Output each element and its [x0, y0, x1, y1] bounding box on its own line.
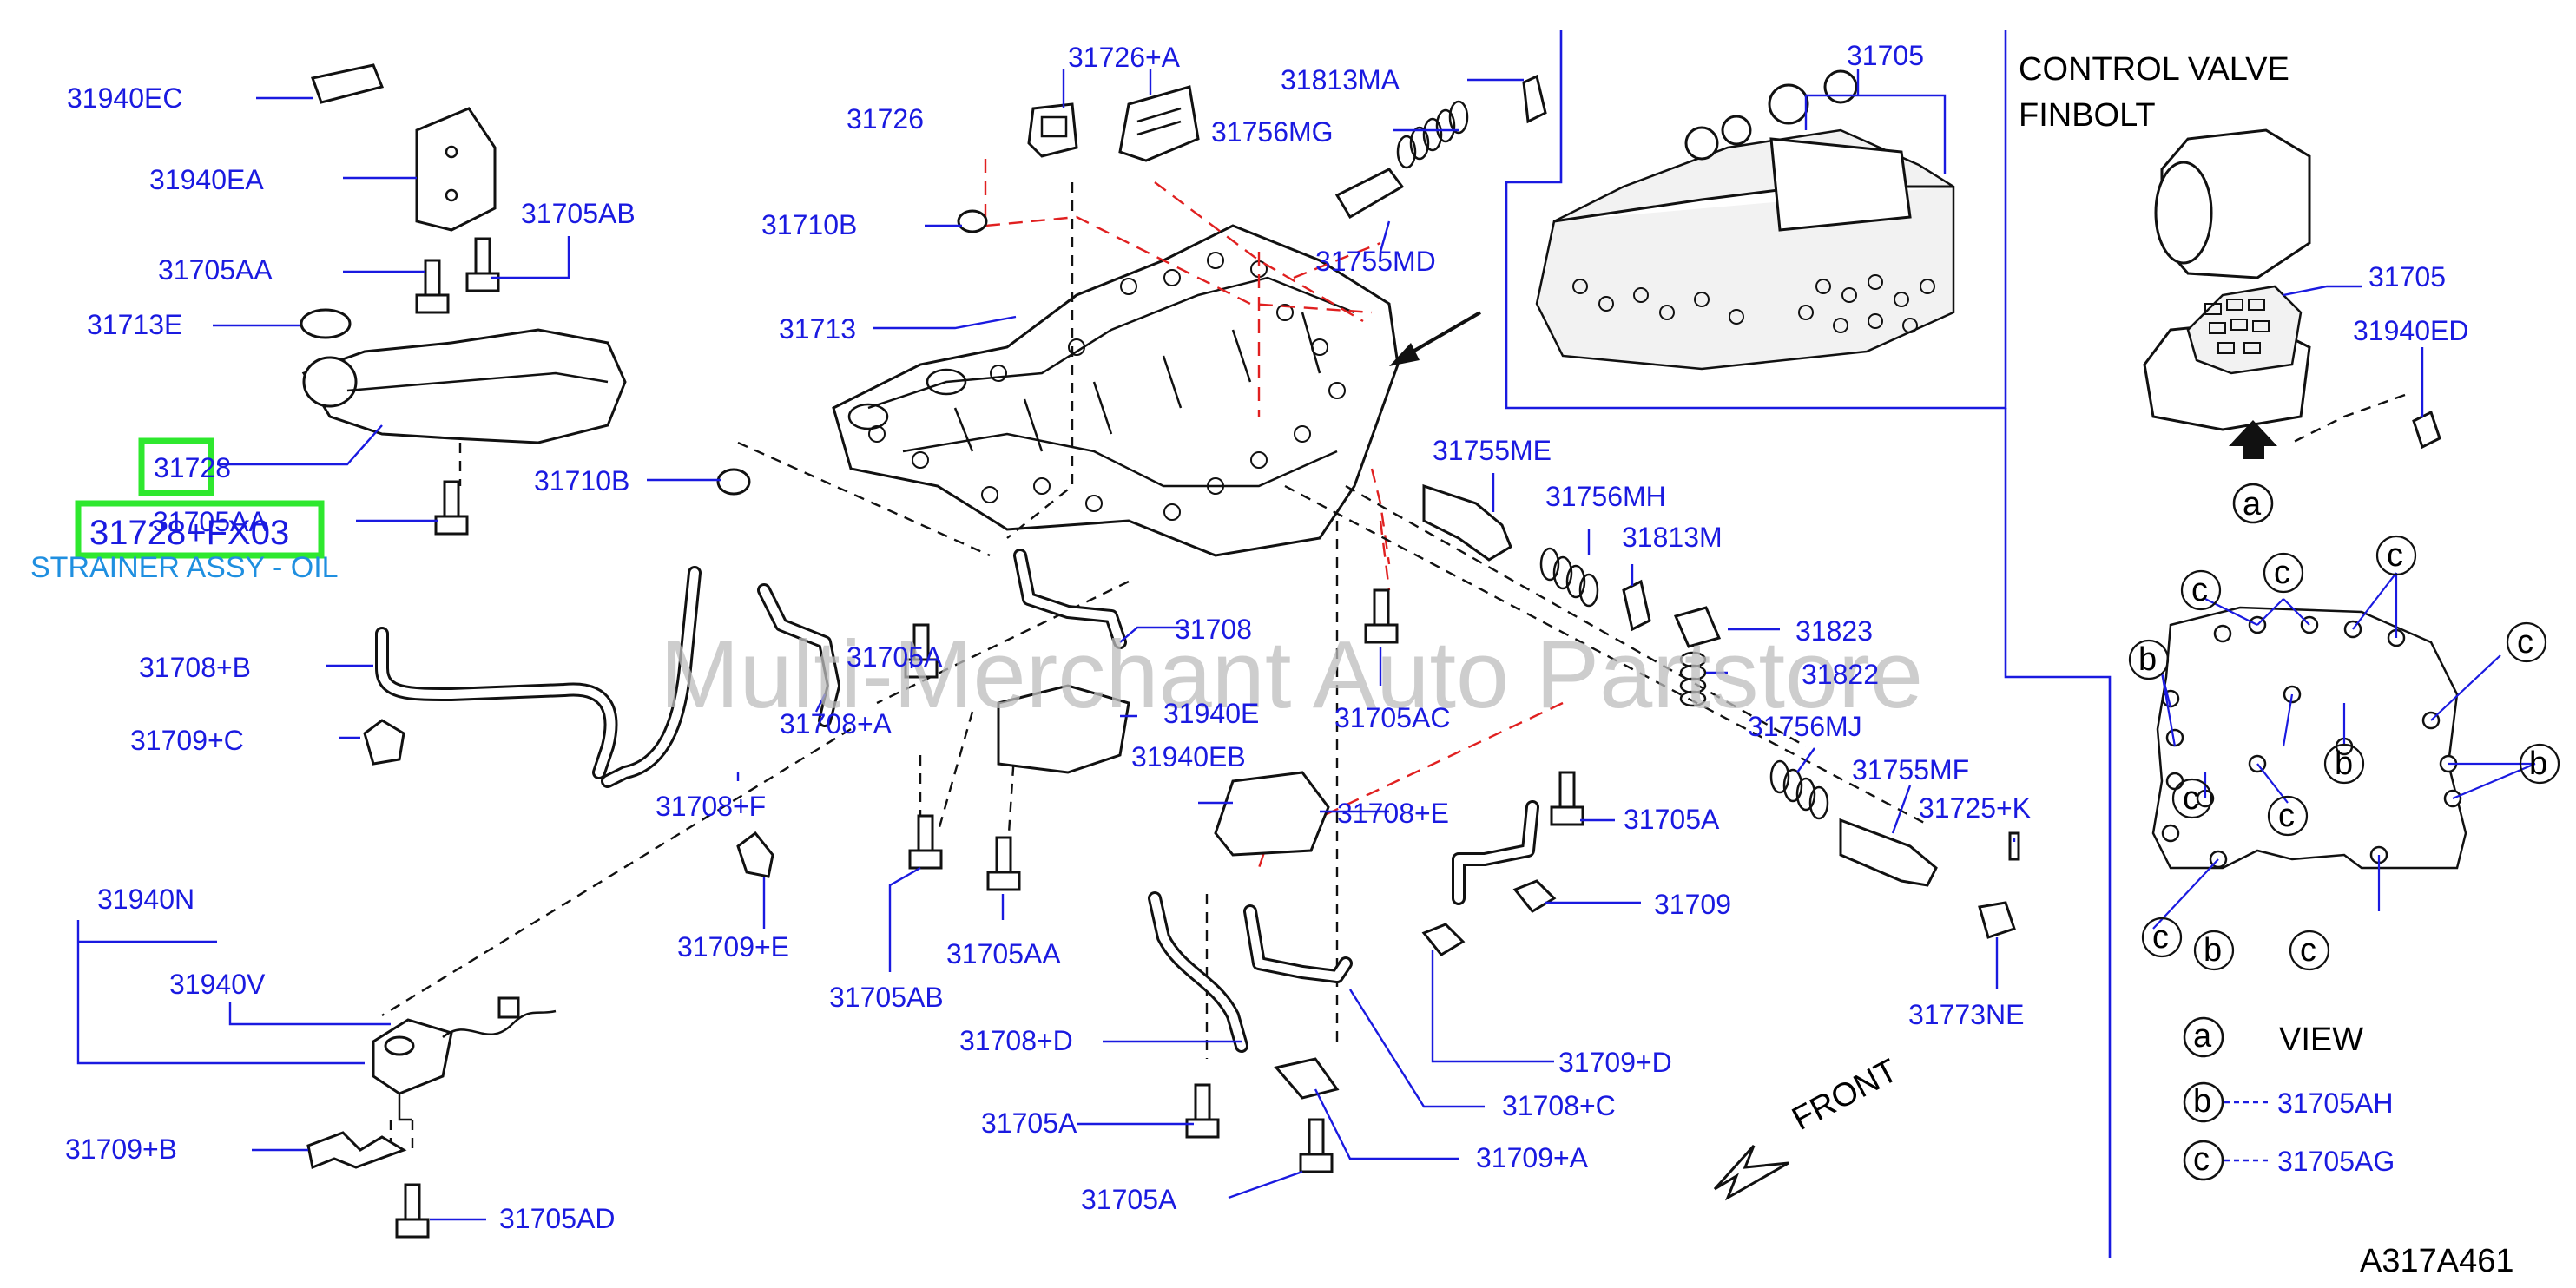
- label-31709E[interactable]: 31709+E: [677, 931, 789, 963]
- symbol-c-3: c: [2387, 537, 2403, 574]
- symbol-c-4: c: [2517, 624, 2533, 660]
- label-31709[interactable]: 31709: [1654, 889, 1731, 920]
- label-31705A-mid[interactable]: 31705A: [847, 641, 943, 673]
- label-31705-inset[interactable]: 31705: [1847, 40, 1924, 71]
- label-31940ED[interactable]: 31940ED: [2353, 315, 2468, 346]
- part-labels: 31940EC 31940EA 31705AB 31705AA 31713E 3…: [65, 40, 2468, 1234]
- label-31709D[interactable]: 31709+D: [1558, 1047, 1672, 1078]
- legend-symbol-c: c: [2193, 1141, 2210, 1178]
- label-31756MG[interactable]: 31756MG: [1211, 116, 1334, 148]
- legend-31705AH[interactable]: 31705AH: [2277, 1088, 2393, 1119]
- label-31756MH[interactable]: 31756MH: [1545, 481, 1666, 512]
- control-valve-assy-inset: [1535, 69, 1955, 371]
- label-31705AA[interactable]: 31705AA: [158, 254, 273, 286]
- symbol-b-1: b: [2138, 641, 2157, 678]
- valve-body-31713: [832, 224, 1400, 557]
- oil-tubes: [375, 549, 1539, 1053]
- label-31755ME[interactable]: 31755ME: [1433, 435, 1552, 466]
- label-31940V[interactable]: 31940V: [169, 969, 266, 1000]
- legend-symbol-a: a: [2193, 1018, 2212, 1055]
- legend-symbol-b: b: [2193, 1083, 2211, 1120]
- legend-31705AG[interactable]: 31705AG: [2277, 1146, 2395, 1177]
- symbol-b-2: b: [2335, 746, 2353, 782]
- label-31705AB[interactable]: 31705AB: [521, 198, 636, 229]
- inset-title-finbolt: FINBOLT: [2019, 97, 2156, 134]
- view-symbols: a c c c c b b c b c c b c: [2138, 486, 2547, 969]
- label-31822[interactable]: 31822: [1802, 659, 1879, 690]
- symbol-c-5: c: [2278, 798, 2295, 834]
- label-31726[interactable]: 31726: [847, 103, 924, 135]
- view-detail-outline: [2128, 535, 2560, 971]
- label-31705A-b1[interactable]: 31705A: [981, 1107, 1077, 1139]
- symbol-c-2: c: [2274, 555, 2290, 591]
- label-31940EC[interactable]: 31940EC: [67, 82, 182, 114]
- label-31773NE[interactable]: 31773NE: [1908, 999, 2024, 1030]
- symbol-b-3: b: [2529, 746, 2547, 782]
- inset-title-control-valve: CONTROL VALVE: [2019, 51, 2289, 88]
- legend: a VIEW b 31705AH c 31705AG: [2183, 1016, 2395, 1181]
- left-parts: [300, 63, 774, 1239]
- label-31705AD[interactable]: 31705AD: [499, 1203, 615, 1234]
- label-31710B-mid[interactable]: 31710B: [534, 465, 629, 496]
- label-31710B[interactable]: 31710B: [761, 209, 857, 240]
- label-31709B[interactable]: 31709+B: [65, 1134, 177, 1165]
- label-31940EB[interactable]: 31940EB: [1131, 741, 1246, 772]
- label-31705AC[interactable]: 31705AC: [1334, 702, 1450, 733]
- view-symbol-a: a: [2243, 486, 2262, 522]
- watermark-text: Multi-Merchant Auto Partstore: [660, 621, 1923, 728]
- label-31755MD[interactable]: 31755MD: [1315, 246, 1436, 277]
- label-31713E[interactable]: 31713E: [87, 309, 182, 340]
- label-31823[interactable]: 31823: [1795, 615, 1873, 647]
- front-label: FRONT: [1787, 1052, 1904, 1138]
- label-31705AA-under: 31705AA: [153, 506, 267, 537]
- label-31813M[interactable]: 31813M: [1622, 522, 1723, 553]
- label-31705-finbolt[interactable]: 31705: [2368, 261, 2446, 292]
- black-guide-lines: [381, 182, 1928, 1154]
- label-31708E[interactable]: 31708+E: [1337, 798, 1449, 829]
- label-31726A[interactable]: 31726+A: [1068, 42, 1181, 73]
- label-31708F[interactable]: 31708+F: [656, 791, 766, 822]
- symbol-c-7: c: [2152, 919, 2169, 956]
- strainer-caption: STRAINER ASSY - OIL: [30, 551, 339, 584]
- symbol-c-6: c: [2183, 780, 2199, 817]
- symbol-c-8: c: [2300, 932, 2316, 969]
- label-31713[interactable]: 31713: [779, 313, 856, 345]
- label-31708[interactable]: 31708: [1175, 614, 1252, 645]
- figure-code: A317A461: [2360, 1243, 2514, 1279]
- finbolt-inset: [2143, 128, 2441, 524]
- label-31709C[interactable]: 31709+C: [130, 725, 244, 756]
- center-parts: [716, 74, 2020, 1173]
- label-31708C[interactable]: 31708+C: [1502, 1090, 1616, 1121]
- label-31728-FX03[interactable]: 31728+FX03: [89, 514, 289, 552]
- label-31705A-right[interactable]: 31705A: [1624, 804, 1720, 835]
- highlighted-part-31728: 31728 31705AA 31728+FX03 STRAINER ASSY -…: [30, 437, 339, 584]
- direction-arrows: [1389, 311, 1789, 1201]
- label-31813MA[interactable]: 31813MA: [1281, 64, 1400, 95]
- label-31755MF[interactable]: 31755MF: [1852, 754, 1969, 785]
- label-31940E[interactable]: 31940E: [1163, 698, 1259, 729]
- legend-view: VIEW: [2279, 1022, 2363, 1058]
- label-31708D[interactable]: 31708+D: [959, 1025, 1073, 1056]
- inset-frames: [1505, 30, 2112, 1258]
- label-31728[interactable]: 31728: [154, 452, 231, 483]
- label-31705AB-bot[interactable]: 31705AB: [829, 982, 944, 1013]
- label-31705A-b2[interactable]: 31705A: [1081, 1184, 1177, 1215]
- label-31709A[interactable]: 31709+A: [1476, 1142, 1589, 1173]
- symbol-c-1: c: [2191, 572, 2208, 608]
- label-31705AA-bot[interactable]: 31705AA: [946, 938, 1061, 969]
- label-31708A[interactable]: 31708+A: [780, 708, 893, 739]
- label-31940N[interactable]: 31940N: [97, 884, 194, 915]
- symbol-b-4: b: [2204, 932, 2222, 969]
- label-31725K[interactable]: 31725+K: [1919, 792, 2031, 824]
- label-31940EA[interactable]: 31940EA: [149, 164, 264, 195]
- label-31756MJ[interactable]: 31756MJ: [1748, 711, 1862, 742]
- leader-lines: [76, 69, 2016, 1221]
- label-31708B[interactable]: 31708+B: [139, 652, 251, 683]
